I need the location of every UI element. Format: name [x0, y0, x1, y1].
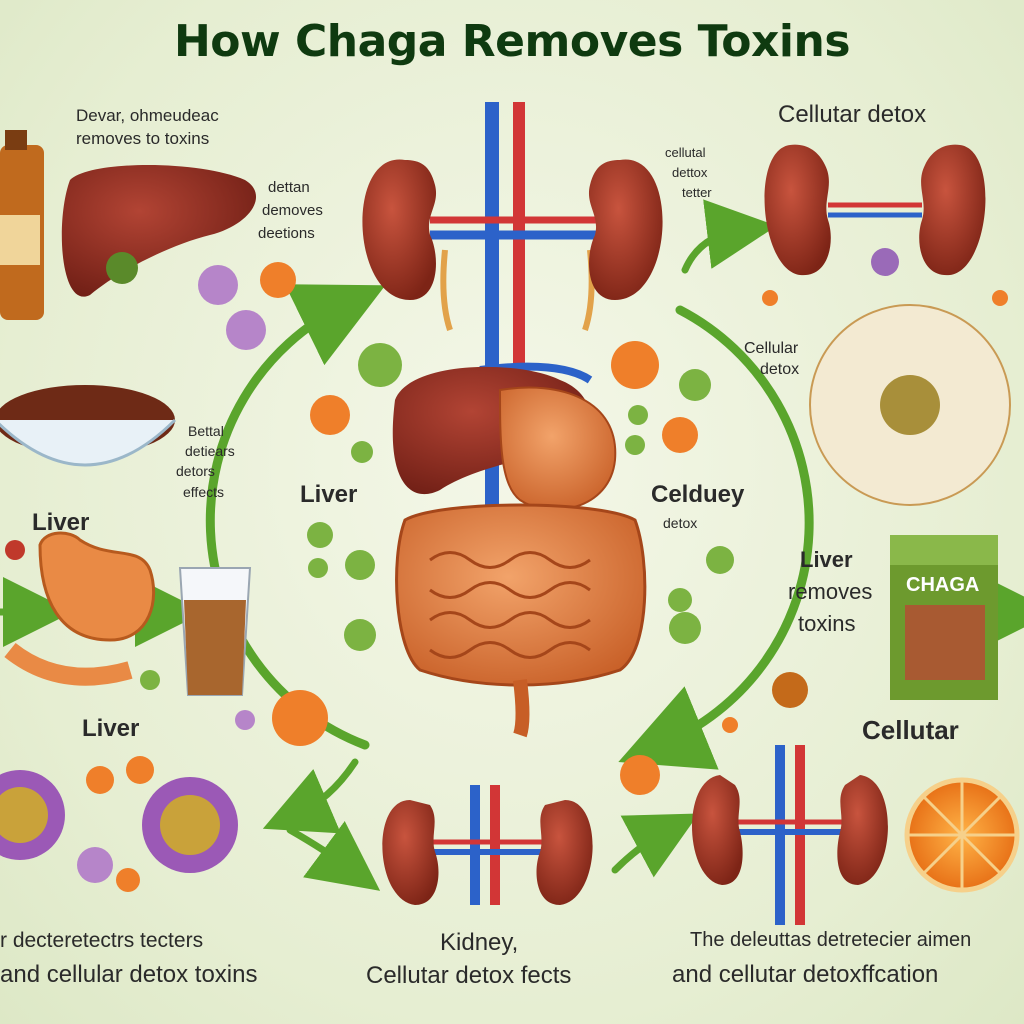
- chaga-package-label: CHAGA: [906, 574, 980, 596]
- caption-dettox: dettox: [672, 165, 708, 180]
- bowl-icon: [0, 385, 177, 467]
- caption-detten-line1: dettan: [268, 179, 310, 196]
- bottle-icon: [0, 130, 44, 320]
- glass-icon: [178, 567, 252, 696]
- label-liver-left-lower: Liver: [82, 715, 140, 742]
- caption-cellular-detox-line2: detox: [760, 361, 800, 378]
- label-kidney-caption: Cellutar detox fects: [366, 962, 572, 989]
- caption-bottom-left-line2: and cellular detox toxins: [0, 961, 258, 988]
- central-stomach-icon: [498, 386, 617, 511]
- caption-bettal-line3: detors: [176, 463, 215, 479]
- heading-cellutar-detox: Cellutar detox: [778, 101, 927, 128]
- label-detox-small: detox: [663, 515, 698, 531]
- label-liver-center: Liver: [300, 481, 358, 508]
- label-kidney: Kidney,: [440, 929, 519, 956]
- caption-bettal-line2: detiears: [185, 443, 235, 459]
- caption-cellutal: cellutal: [665, 145, 706, 160]
- caption-bottom-right-line2: and cellutar detoxffcation: [672, 961, 939, 988]
- chaga-package-icon: [890, 535, 998, 700]
- caption-bottom-left-line1: r decteretectrs tecters: [0, 929, 204, 952]
- label-liver-left-upper: Liver: [32, 509, 90, 536]
- liver-icon-top-left: [61, 165, 257, 297]
- central-intestine-icon: [395, 503, 647, 738]
- kidney-icon-bottom-right: [692, 745, 888, 925]
- caption-bettal-line1: Bettal: [188, 423, 224, 439]
- caption-bettal-line4: effects: [183, 484, 224, 500]
- label-liver-removes-line1: Liver: [800, 547, 853, 572]
- label-liver-removes-line2: removes: [788, 579, 873, 604]
- toxin-particle-icon: [5, 262, 1008, 892]
- flow-arrows: [0, 199, 1024, 891]
- kidney-icon-top-right: [764, 144, 986, 276]
- caption-detten-line3: deetions: [258, 225, 315, 242]
- caption-bottom-right-line1: The deleuttas detretecier aimen: [690, 929, 972, 951]
- label-liver-removes-line3: toxins: [798, 611, 856, 636]
- kidney-icon-bottom-center: [382, 785, 593, 905]
- caption-cellular-detox-line1: Cellular: [744, 340, 799, 357]
- caption-detten-line2: demoves: [262, 202, 323, 219]
- label-celduey: Celduey: [651, 481, 745, 508]
- caption-tetter: tetter: [682, 185, 712, 200]
- caption-top-left-line1: Devar, ohmeudeac: [76, 106, 219, 125]
- cell-network-icon: [809, 304, 1011, 506]
- virus-cell-icon-right: [142, 777, 238, 873]
- page-title: How Chaga Removes Toxins: [173, 16, 851, 67]
- orange-slice-icon: [904, 777, 1020, 893]
- virus-cell-icon-left: [0, 770, 65, 860]
- label-cellutar-right: Cellutar: [862, 715, 959, 745]
- stomach-icon: [4, 531, 156, 686]
- caption-top-left-line2: removes to toxins: [76, 129, 210, 148]
